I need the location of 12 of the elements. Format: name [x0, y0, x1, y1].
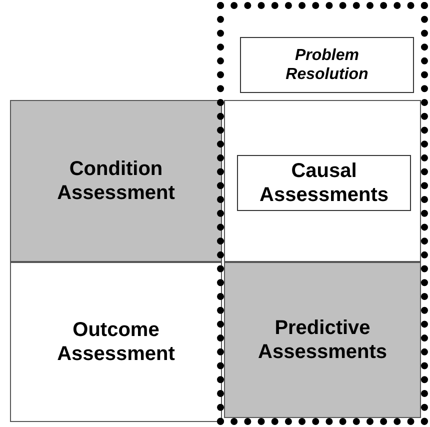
label-box [240, 37, 414, 93]
cell-label: Predictive Assessments [257, 316, 388, 364]
dotted-region [217, 2, 428, 425]
cell-label: Causal Assessments [258, 159, 390, 207]
grid-cell [10, 100, 222, 262]
cell-label: Outcome Assessment [56, 318, 176, 366]
grid-cell [10, 262, 222, 422]
cell-label: Problem Resolution [284, 46, 370, 84]
grid-cell [224, 100, 421, 262]
label-box [237, 155, 411, 211]
cell-label: Condition Assessment [56, 157, 176, 205]
grid-cell [224, 262, 421, 418]
